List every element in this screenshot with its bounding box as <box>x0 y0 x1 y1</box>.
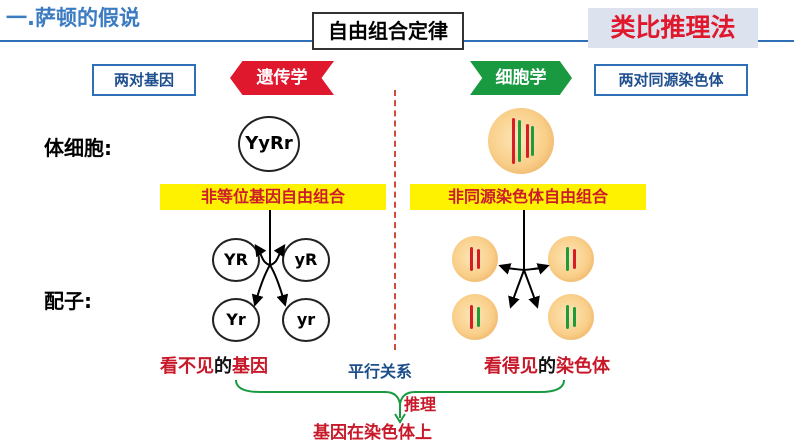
gamete-label: 配子: <box>44 289 92 313</box>
gamete-split-arrows <box>251 210 289 307</box>
gamete-circle: Yr <box>212 298 260 342</box>
conclusion-text: 基因在染色体上 <box>313 423 432 443</box>
inference-label: 推理 <box>404 395 437 414</box>
cytology-tag: 细胞学 <box>470 61 572 95</box>
gamete-cell-image <box>548 294 594 340</box>
method-box: 类比推理法 <box>588 8 758 48</box>
phrase-red: 基因 <box>232 356 268 377</box>
nonallelic-highlight: 非等位基因自由组合 <box>160 184 386 210</box>
parallel-brace <box>235 379 565 424</box>
gamete-circle: YR <box>212 238 260 282</box>
gamete-circle: yr <box>282 298 330 342</box>
gamete-circle: yR <box>282 238 330 282</box>
somatic-cell-image <box>488 108 554 174</box>
visible-chromosomes-phrase: 看得见的染色体 <box>484 352 610 378</box>
divider-dashed-line <box>394 90 396 350</box>
phrase-black: 的 <box>538 356 556 377</box>
gamete-cell-image <box>548 236 594 282</box>
phrase-red: 染色体 <box>556 356 610 377</box>
somatic-cell-label: 体细胞: <box>44 136 112 160</box>
two-genes-box: 两对基因 <box>92 64 196 96</box>
phrase-red: 看得见 <box>484 356 538 377</box>
invisible-genes-phrase: 看不见的基因 <box>160 352 268 378</box>
somatic-genotype-circle: YyRr <box>238 116 300 172</box>
nonhomologous-highlight: 非同源染色体自由组合 <box>410 184 646 210</box>
gamete-cell-image <box>452 294 498 340</box>
chromosome-split-arrows <box>498 210 550 309</box>
phrase-red: 看不见 <box>160 356 214 377</box>
section-title: 一.萨顿的假说 <box>6 6 140 30</box>
homologous-pairs-box: 两对同源染色体 <box>594 64 748 96</box>
genetics-tag: 遗传学 <box>230 61 334 95</box>
phrase-black: 的 <box>214 356 232 377</box>
gamete-cell-image <box>452 236 498 282</box>
law-box: 自由组合定律 <box>312 12 464 50</box>
parallel-relation-label: 平行关系 <box>348 362 413 381</box>
